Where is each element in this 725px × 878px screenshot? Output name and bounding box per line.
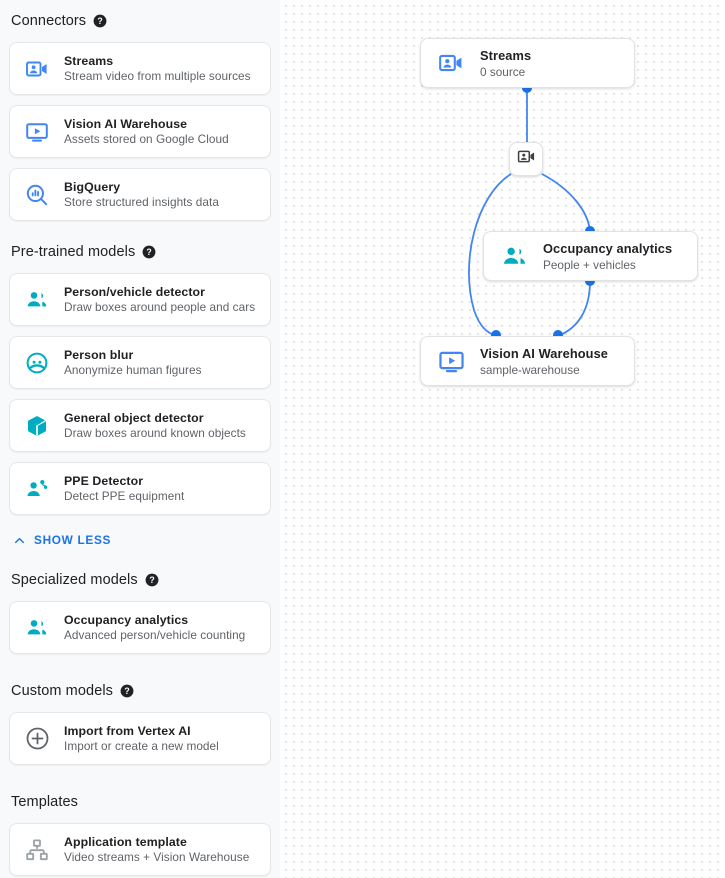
graph-node-streams[interactable]: Streams 0 source [420, 38, 635, 88]
svg-text:?: ? [97, 16, 102, 26]
section-header-specialized-models: Specialized models ? [9, 559, 271, 601]
video-camera-account-icon [24, 56, 50, 82]
card-title: General object detector [64, 411, 204, 425]
section-header-pre-trained-models: Pre-trained models ? [9, 231, 271, 273]
node-subtitle: sample-warehouse [480, 362, 580, 377]
chevron-up-icon [13, 534, 26, 547]
card-title: Vision AI Warehouse [64, 117, 188, 131]
section-header-custom-models: Custom models ? [9, 670, 271, 712]
help-icon[interactable]: ? [93, 14, 107, 28]
video-camera-account-icon [436, 48, 466, 78]
model-card-person-blur[interactable]: Person blur Anonymize human figures [9, 336, 271, 389]
connector-card-streams[interactable]: Streams Stream video from multiple sourc… [9, 42, 271, 95]
card-title: Occupancy analytics [64, 613, 189, 627]
custom-model-card-import-from-vertex-ai[interactable]: Import from Vertex AI Import or create a… [9, 712, 271, 765]
card-subtitle: Anonymize human figures [64, 363, 202, 377]
card-subtitle: Draw boxes around people and cars [64, 300, 256, 314]
card-subtitle: Assets stored on Google Cloud [64, 132, 229, 146]
cube-box-icon [24, 413, 50, 439]
video-camera-account-icon [517, 147, 536, 171]
card-subtitle: Draw boxes around known objects [64, 426, 246, 440]
model-card-general-object-detector[interactable]: General object detector Draw boxes aroun… [9, 399, 271, 452]
ppe-person-icon [24, 476, 50, 502]
card-subtitle: Stream video from multiple sources [64, 69, 251, 83]
section-title: Connectors [11, 13, 87, 29]
svg-text:?: ? [147, 247, 152, 257]
section-title: Specialized models [11, 572, 138, 588]
svg-text:?: ? [124, 686, 129, 696]
card-subtitle: Video streams + Vision Warehouse [64, 850, 250, 864]
section-header-connectors: Connectors ? [9, 0, 271, 42]
show-less-button[interactable]: SHOW LESS [9, 525, 271, 555]
connector-card-bigquery[interactable]: BigQuery Store structured insights data [9, 168, 271, 221]
card-title: Person/vehicle detector [64, 285, 206, 299]
plus-circle-icon [24, 726, 50, 752]
card-title: Application template [64, 835, 187, 849]
people-group-icon [24, 615, 50, 641]
card-title: Person blur [64, 348, 134, 362]
card-title: PPE Detector [64, 474, 144, 488]
card-title: BigQuery [64, 180, 121, 194]
svg-text:?: ? [149, 575, 154, 585]
help-icon[interactable]: ? [145, 573, 159, 587]
bigquery-search-chart-icon [24, 182, 50, 208]
people-group-icon [499, 241, 529, 271]
model-card-ppe-detector[interactable]: PPE Detector Detect PPE equipment [9, 462, 271, 515]
connector-card-vision-ai-warehouse[interactable]: Vision AI Warehouse Assets stored on Goo… [9, 105, 271, 158]
node-subtitle: People + vehicles [543, 257, 636, 272]
show-less-label: SHOW LESS [34, 533, 112, 547]
hierarchy-sitemap-icon [24, 837, 50, 863]
section-title: Pre-trained models [11, 244, 136, 260]
section-title: Templates [11, 794, 78, 810]
graph-edges [468, 83, 595, 340]
graph-node-occupancy-analytics[interactable]: Occupancy analytics People + vehicles [483, 231, 698, 281]
node-title: Vision AI Warehouse [480, 345, 609, 361]
card-subtitle: Advanced person/vehicle counting [64, 628, 246, 642]
card-title: Import from Vertex AI [64, 724, 191, 738]
component-sidebar: Connectors ? Streams Stream video from m… [0, 0, 280, 878]
model-card-occupancy-analytics[interactable]: Occupancy analytics Advanced person/vehi… [9, 601, 271, 654]
section-title: Custom models [11, 683, 114, 699]
card-title: Streams [64, 54, 114, 68]
card-subtitle: Import or create a new model [64, 739, 219, 753]
help-icon[interactable]: ? [142, 245, 156, 259]
graph-node-vision-ai-warehouse[interactable]: Vision AI Warehouse sample-warehouse [420, 336, 635, 386]
people-group-icon [24, 287, 50, 313]
node-title: Streams [480, 47, 532, 63]
monitor-play-icon [24, 119, 50, 145]
graph-canvas[interactable]: Streams 0 source Occupancy analytics Peo… [280, 0, 725, 878]
card-subtitle: Store structured insights data [64, 195, 219, 209]
face-circle-icon [24, 350, 50, 376]
graph-node-camera-splitter[interactable] [509, 142, 543, 176]
help-icon[interactable]: ? [120, 684, 134, 698]
section-header-templates: Templates [9, 781, 271, 823]
monitor-play-icon [436, 346, 466, 376]
card-subtitle: Detect PPE equipment [64, 489, 185, 503]
node-subtitle: 0 source [480, 64, 526, 79]
template-card-application-template[interactable]: Application template Video streams + Vis… [9, 823, 271, 876]
node-title: Occupancy analytics [543, 240, 673, 256]
model-card-person-vehicle-detector[interactable]: Person/vehicle detector Draw boxes aroun… [9, 273, 271, 326]
